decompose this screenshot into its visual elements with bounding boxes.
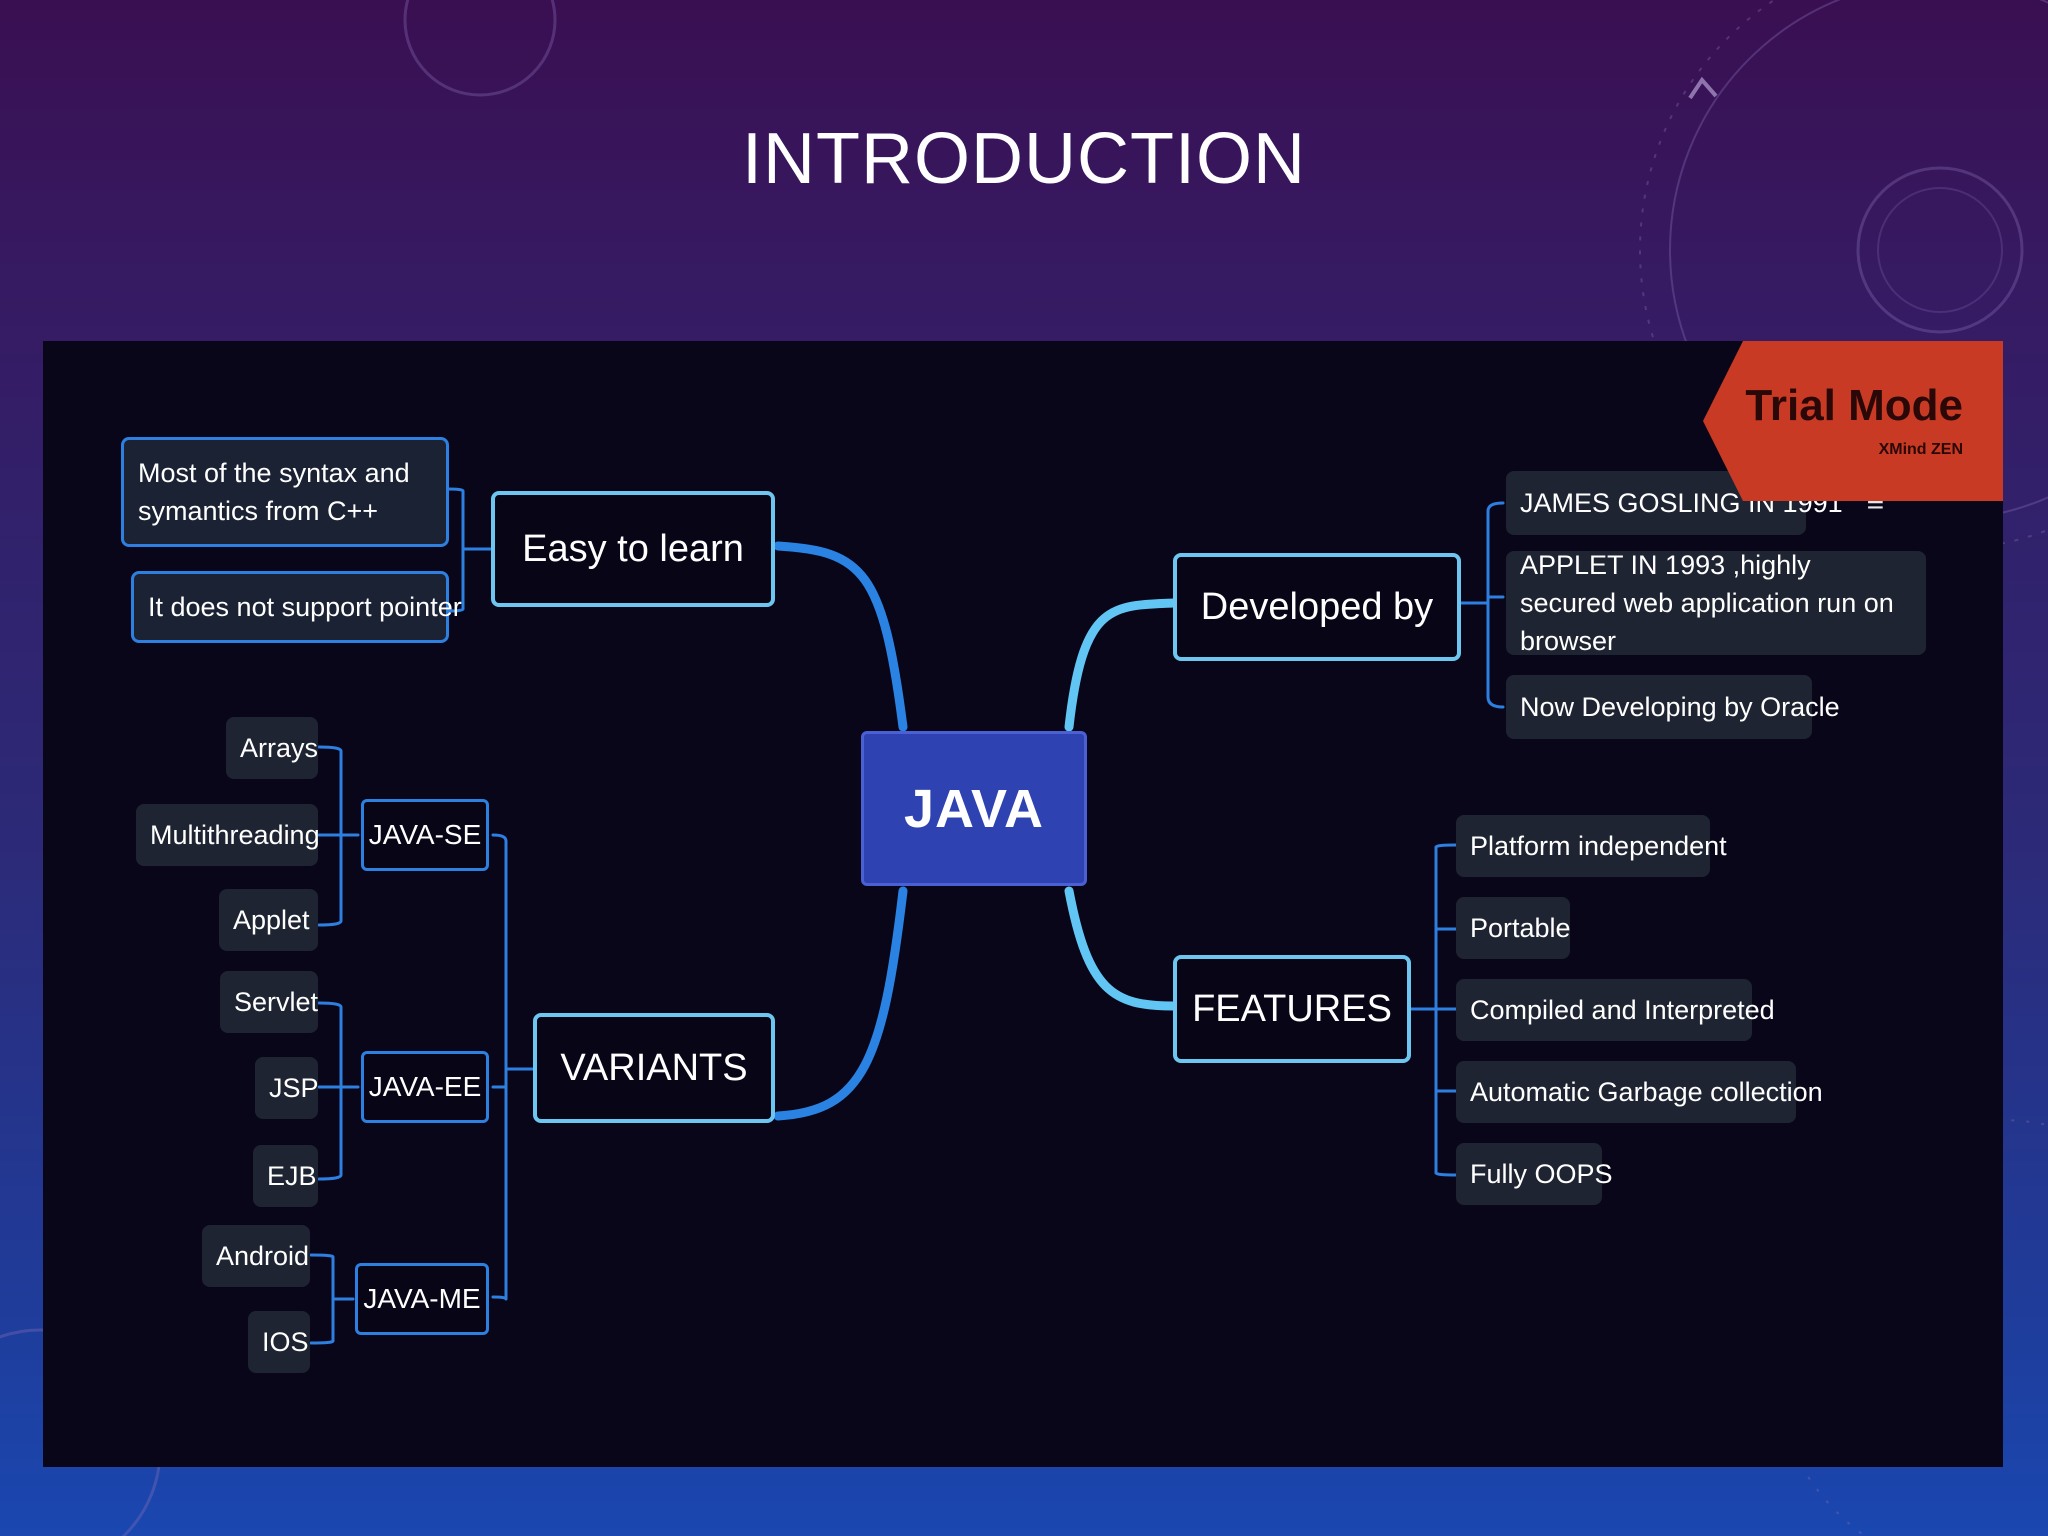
connector-center-variants <box>773 886 908 1121</box>
connector-ee-leaves <box>317 1001 360 1181</box>
leaf-ejb[interactable]: EJB <box>253 1145 318 1207</box>
sub-java-ee[interactable]: JAVA-EE <box>361 1051 489 1123</box>
sub-java-se[interactable]: JAVA-SE <box>361 799 489 871</box>
leaf-applet-1993[interactable]: APPLET IN 1993 ,highly secured web appli… <box>1506 550 1926 656</box>
trial-mode-badge-shape <box>1703 341 2003 501</box>
mindmap-panel: JAVA Easy to learn Most of the syntax an… <box>43 341 2003 1467</box>
leaf-oracle[interactable]: Now Developing by Oracle <box>1506 675 1840 739</box>
leaf-no-pointer[interactable]: It does not support pointer <box>131 571 462 643</box>
connector-center-features <box>1064 886 1178 1011</box>
connector-features-leaves <box>1409 843 1459 1177</box>
leaf-android[interactable]: Android <box>202 1225 310 1287</box>
topic-features[interactable]: FEATURES <box>1173 955 1411 1063</box>
leaf-arrays[interactable]: Arrays <box>226 717 318 779</box>
leaf-applet[interactable]: Applet <box>219 889 318 951</box>
leaf-fully-oops[interactable]: Fully OOPS <box>1456 1143 1613 1205</box>
leaf-james-gosling[interactable]: JAMES GOSLING IN 1991 ≡ <box>1506 471 1884 535</box>
connector-center-developed <box>1064 598 1178 732</box>
leaf-syntax-from-cpp[interactable]: Most of the syntax and symantics from C+… <box>121 437 449 547</box>
leaf-portable[interactable]: Portable <box>1456 897 1571 959</box>
mindmap-connectors <box>309 487 1505 1345</box>
leaf-garbage-collection[interactable]: Automatic Garbage collection <box>1456 1061 1823 1123</box>
topic-variants[interactable]: VARIANTS <box>533 1013 775 1123</box>
trial-mode-label: Trial Mode <box>1745 381 1963 430</box>
leaf-ios[interactable]: IOS <box>248 1311 310 1373</box>
topic-developed-by[interactable]: Developed by <box>1173 553 1461 661</box>
leaf-platform-independent[interactable]: Platform independent <box>1456 815 1727 877</box>
connector-se-leaves <box>317 745 360 927</box>
slide-title: INTRODUCTION <box>742 119 1306 199</box>
leaf-multithreading[interactable]: Multithreading <box>136 804 320 866</box>
connector-easy-leaves <box>445 487 493 613</box>
connector-me-leaves <box>309 1253 355 1345</box>
leaf-compiled-interpreted[interactable]: Compiled and Interpreted <box>1456 979 1775 1041</box>
connector-center-easy <box>773 541 908 732</box>
connector-variants-subs <box>491 833 535 1301</box>
center-node-java[interactable]: JAVA <box>861 731 1087 886</box>
leaf-jsp[interactable]: JSP <box>255 1057 319 1119</box>
topic-easy-to-learn[interactable]: Easy to learn <box>491 491 775 607</box>
trial-mode-brand: XMind ZEN <box>1878 441 1963 458</box>
sub-java-me[interactable]: JAVA-ME <box>355 1263 489 1335</box>
leaf-servlet[interactable]: Servlet <box>220 971 318 1033</box>
connector-developed-leaves <box>1459 501 1505 709</box>
